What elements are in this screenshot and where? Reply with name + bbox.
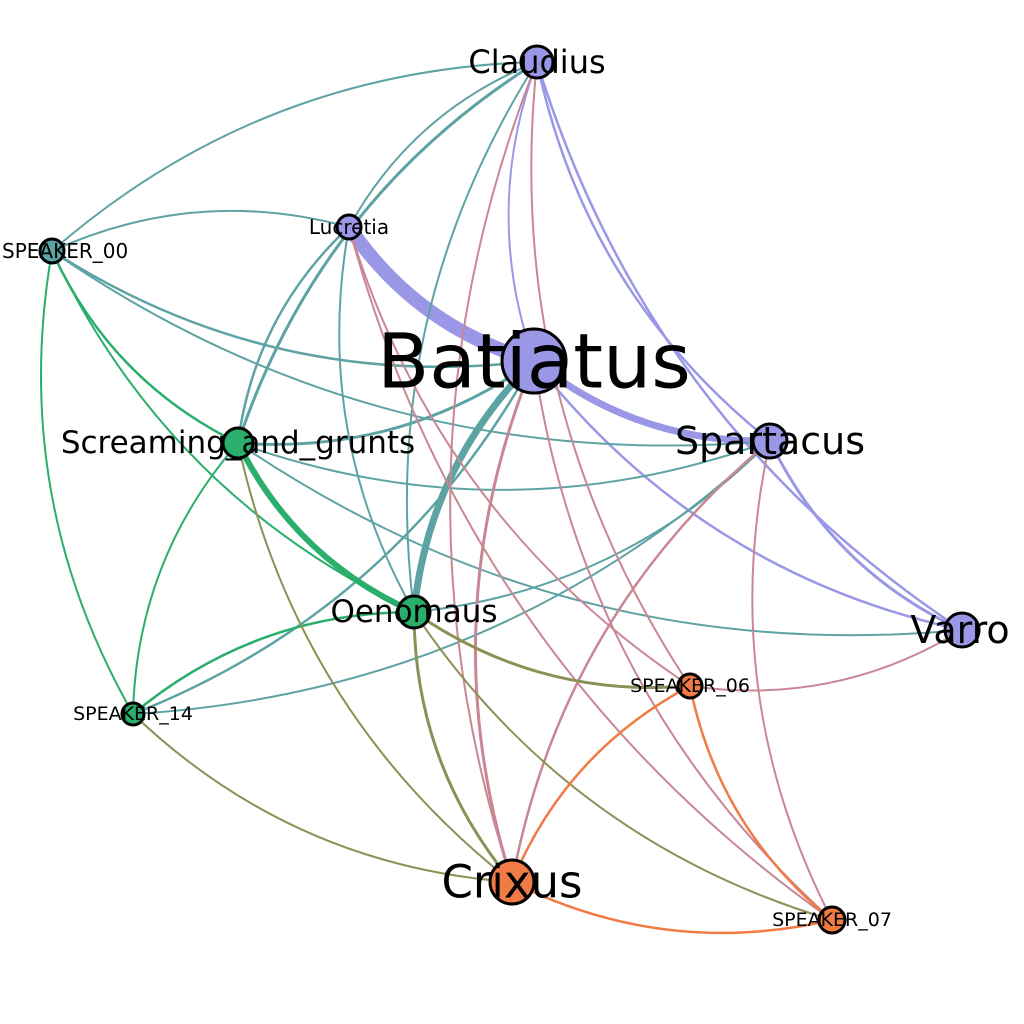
node-label-spartacus: Spartacus: [675, 419, 865, 463]
edge-screaming-batiatus: [236, 359, 536, 446]
edge-speaker00-batiatus: [50, 249, 536, 369]
node-label-speaker06: SPEAKER_06: [630, 675, 750, 697]
node-varro: [943, 611, 981, 649]
edge-screaming-speaker14: [132, 442, 239, 715]
edge-lucretia-speaker07: [348, 226, 833, 921]
edge-lucretia-screaming: [236, 225, 351, 445]
edge-lucretia-oenomaus: [338, 226, 415, 613]
edges-layer: [39, 60, 964, 935]
edge-claudius-spartacus: [535, 60, 772, 443]
node-label-screaming: Screaming_and_grunts: [61, 425, 415, 461]
edge-speaker00-spartacus: [51, 250, 771, 447]
nodes-layer: [38, 44, 981, 935]
edge-claudius-lucretia: [348, 61, 538, 228]
edge-crixus-speaker07: [510, 880, 834, 935]
node-label-speaker14: SPEAKER_14: [73, 703, 193, 725]
edge-speaker06-crixus: [511, 685, 691, 883]
node-claudius: [519, 44, 555, 80]
node-label-speaker00: SPEAKER_00: [2, 239, 128, 263]
edge-oenomaus-speaker14: [131, 610, 416, 716]
edge-oenomaus-speaker06: [412, 610, 692, 690]
edge-lucretia-speaker00: [51, 209, 350, 252]
edge-batiatus-varro: [532, 359, 964, 632]
edge-screaming-crixus: [237, 442, 513, 883]
edge-batiatus-crixus: [474, 359, 536, 884]
node-crixus: [488, 858, 536, 906]
node-speaker00: [38, 237, 66, 265]
edge-speaker14-crixus: [132, 713, 513, 883]
edge-speaker14-batiatus: [131, 359, 536, 716]
edge-speaker00-speaker14: [39, 250, 134, 715]
node-label-lucretia: Lucretia: [309, 215, 389, 239]
edge-oenomaus-crixus: [412, 610, 514, 884]
node-lucretia: [335, 213, 363, 241]
edge-claudius-speaker06: [530, 61, 691, 687]
node-label-speaker07: SPEAKER_07: [772, 909, 892, 931]
edge-screaming-oenomaus: [235, 440, 417, 615]
edge-speaker06-speaker07: [688, 684, 834, 922]
node-label-varro: Varro: [910, 608, 1009, 652]
node-batiatus: [500, 327, 568, 395]
node-speaker14: [120, 701, 146, 727]
edge-claudius-batiatus: [507, 61, 538, 362]
edge-claudius-oenomaus: [405, 61, 538, 613]
edge-speaker06-varro: [689, 629, 963, 692]
node-label-crixus: Crixus: [441, 856, 582, 909]
edge-spartacus-varro: [768, 439, 964, 632]
edge-screaming-spartacus: [237, 440, 771, 491]
edge-oenomaus-speaker07: [413, 611, 833, 921]
labels-layer: ClaudiusLucretiaSPEAKER_00BatiatusSparta…: [2, 43, 1010, 931]
node-label-claudius: Claudius: [468, 43, 605, 81]
node-speaker06: [676, 672, 704, 700]
node-label-oenomaus: Oenomaus: [330, 594, 497, 630]
edge-speaker06-crixus: [510, 684, 692, 884]
edge-lucretia-speaker06: [348, 226, 691, 687]
node-label-batiatus: Batiatus: [377, 317, 691, 406]
edge-speaker00-screaming: [50, 249, 240, 445]
edge-claudius-crixus: [449, 61, 538, 883]
edge-oenomaus-spartacus: [413, 440, 771, 613]
node-screaming: [221, 426, 255, 460]
node-speaker07: [817, 905, 847, 935]
edge-spartacus-crixus: [510, 439, 772, 884]
node-oenomaus: [396, 594, 432, 630]
edge-claudius-speaker00: [51, 61, 538, 252]
edge-claudius-varro: [535, 60, 964, 632]
edge-spartacus-speaker07: [751, 440, 833, 921]
node-spartacus: [751, 422, 789, 460]
